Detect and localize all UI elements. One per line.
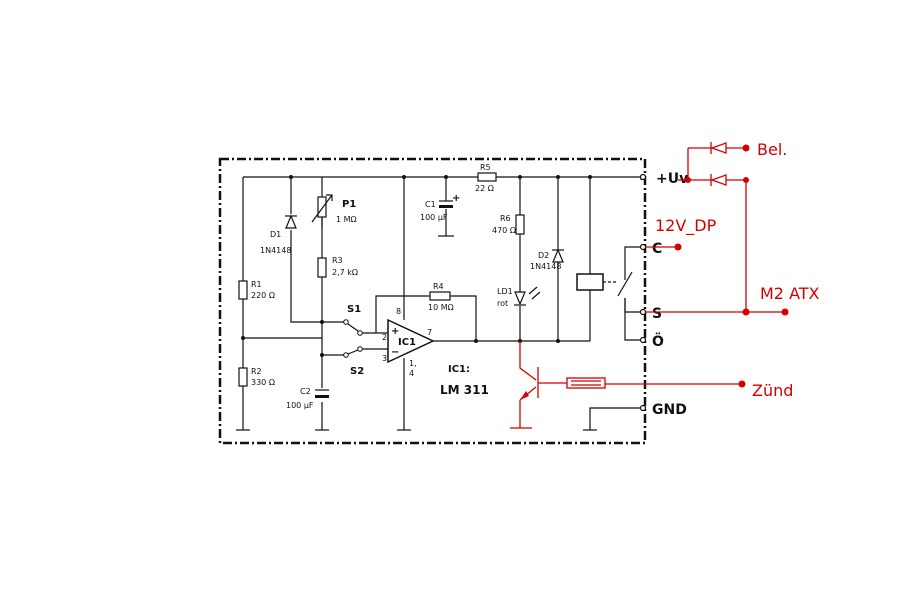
c1-label: C1 <box>425 200 436 209</box>
r5-label: R5 <box>480 163 491 172</box>
relay-coil <box>576 273 618 291</box>
ld1-value: rot <box>497 299 508 308</box>
d1-diode <box>285 214 297 229</box>
ic1-label: IC1 <box>398 337 416 348</box>
opamp-plus-label: + <box>391 326 399 337</box>
ic1-opamp <box>387 318 435 364</box>
r2-label: R2 <box>251 367 262 376</box>
p1-label: P1 <box>342 199 356 210</box>
r4-label: R4 <box>433 282 444 291</box>
r4-value: 10 MΩ <box>428 303 454 312</box>
pin-4-label: 4 <box>409 369 414 378</box>
terminal-gnd-label: GND <box>652 402 687 418</box>
ic1-caption: IC1: <box>448 364 470 375</box>
ic1-type: LM 311 <box>440 383 489 397</box>
p1-value: 1 MΩ <box>336 215 357 224</box>
annotation-wiring <box>510 147 785 429</box>
c1-value: 100 µF <box>420 213 448 222</box>
dp-label: 12V_DP <box>655 216 717 236</box>
c2-value: 100 µF <box>286 401 314 410</box>
d1-label: D1 <box>270 230 281 239</box>
r3-resistor <box>317 257 327 278</box>
r3-value: 2,7 kΩ <box>332 268 358 277</box>
s2-switch <box>343 346 363 358</box>
d2-value: 1N4148 <box>530 262 561 271</box>
r5-resistor <box>477 172 497 182</box>
r3-label: R3 <box>332 256 343 265</box>
ld1-led <box>514 286 541 306</box>
r1-value: 220 Ω <box>251 291 275 300</box>
r2-value: 330 Ω <box>251 378 275 387</box>
r6-value: 470 Ω <box>492 226 516 235</box>
c1-plus: + <box>452 193 460 204</box>
zund-label: Zünd <box>752 381 793 400</box>
ld1-label: LD1 <box>497 287 513 296</box>
bel-diode-lower <box>710 174 727 186</box>
pin-3-label: 3 <box>382 354 387 363</box>
r4-resistor <box>429 291 451 301</box>
r2-resistor <box>238 367 248 387</box>
bel-diode-upper <box>710 142 727 154</box>
p1-potentiometer <box>311 194 333 228</box>
circuit-wiring <box>236 176 642 431</box>
terminal-s-label: S <box>652 306 662 322</box>
pin-7-label: 7 <box>427 328 432 337</box>
module-border <box>218 157 647 445</box>
r1-resistor <box>238 280 248 300</box>
zund-resistor <box>566 377 606 389</box>
r6-label: R6 <box>500 214 511 223</box>
c2-capacitor <box>315 389 329 398</box>
junctions <box>241 175 592 357</box>
r5-value: 22 Ω <box>475 184 494 193</box>
d2-label: D2 <box>538 251 549 260</box>
m2-atx-label: M2 ATX <box>760 284 820 303</box>
transistor-emitter-arrow <box>520 391 529 400</box>
opamp-minus-label: − <box>391 347 399 358</box>
terminal-uv-label: +Uv <box>656 171 688 187</box>
s2-label: S2 <box>350 366 364 377</box>
d1-value: 1N4148 <box>260 246 291 255</box>
pin-2-label: 2 <box>382 333 387 342</box>
terminal-c-label: C <box>652 241 662 257</box>
terminal-o-label: Ö <box>652 332 664 350</box>
s1-label: S1 <box>347 304 361 315</box>
r6-resistor <box>515 214 525 235</box>
c2-label: C2 <box>300 387 311 396</box>
annotation-dots <box>674 144 789 388</box>
pin-1-label: 1, <box>409 359 417 368</box>
bel-label: Bel. <box>757 140 787 159</box>
r1-label: R1 <box>251 280 262 289</box>
d2-diode <box>552 248 564 263</box>
s1-switch <box>343 319 363 336</box>
c1-capacitor <box>439 200 453 208</box>
pin-8-label: 8 <box>396 307 401 316</box>
